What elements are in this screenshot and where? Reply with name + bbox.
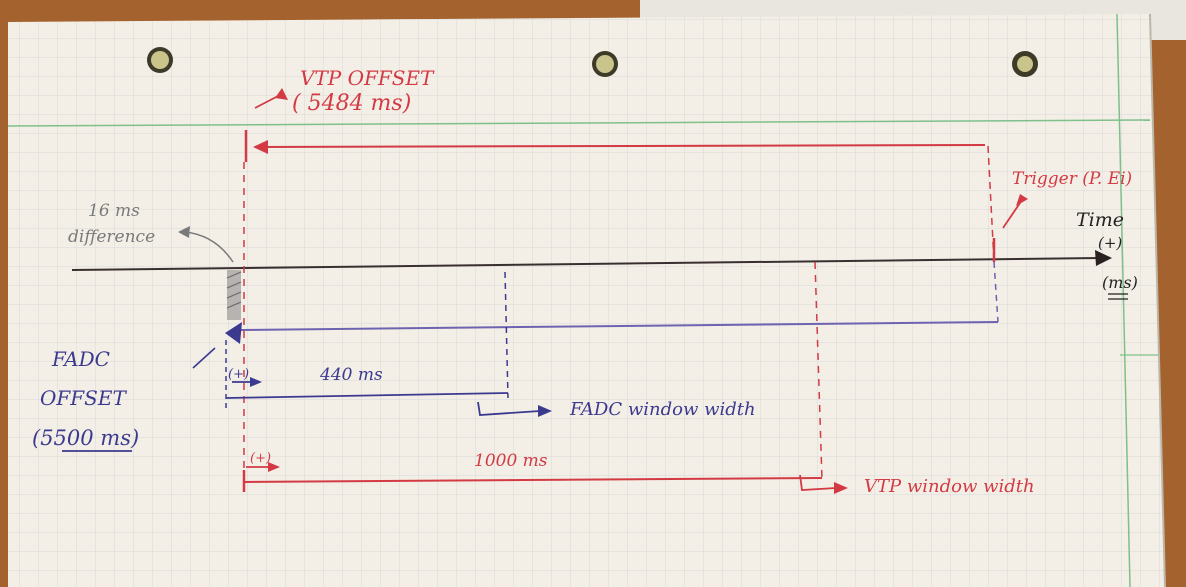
trigger-label: Trigger (P. Ei) (1012, 169, 1132, 189)
difference-value: 16 ms (88, 201, 140, 221)
punch-hole-right-inner (1017, 56, 1033, 72)
punch-hole-middle-inner (596, 55, 614, 73)
difference-label: difference (68, 227, 155, 247)
time-label: Time (1076, 209, 1124, 231)
time-plus: (+) (1098, 234, 1122, 252)
vtp-offset-value: ( 5484 ms) (292, 91, 411, 116)
fadc-offset-line3: (5500 ms) (32, 426, 139, 450)
paper-grid (8, 14, 1165, 587)
fadc-offset-line1: FADC (51, 347, 110, 371)
vtp-width-value: 1000 ms (474, 451, 548, 471)
vtp-offset-title: VTP OFFSET (300, 66, 435, 90)
vtp-window-width-label: VTP window width (864, 476, 1035, 497)
fadc-width-value: 440 ms (319, 365, 383, 385)
time-unit: (ms) (1102, 273, 1138, 292)
fadc-offset-line2: OFFSET (40, 386, 127, 410)
punch-hole-left-inner (151, 51, 169, 69)
fadc-window-width-label: FADC window width (569, 399, 756, 420)
fadc-plus-label: (+) (228, 367, 249, 382)
vtp-plus-label: (+) (250, 451, 271, 466)
